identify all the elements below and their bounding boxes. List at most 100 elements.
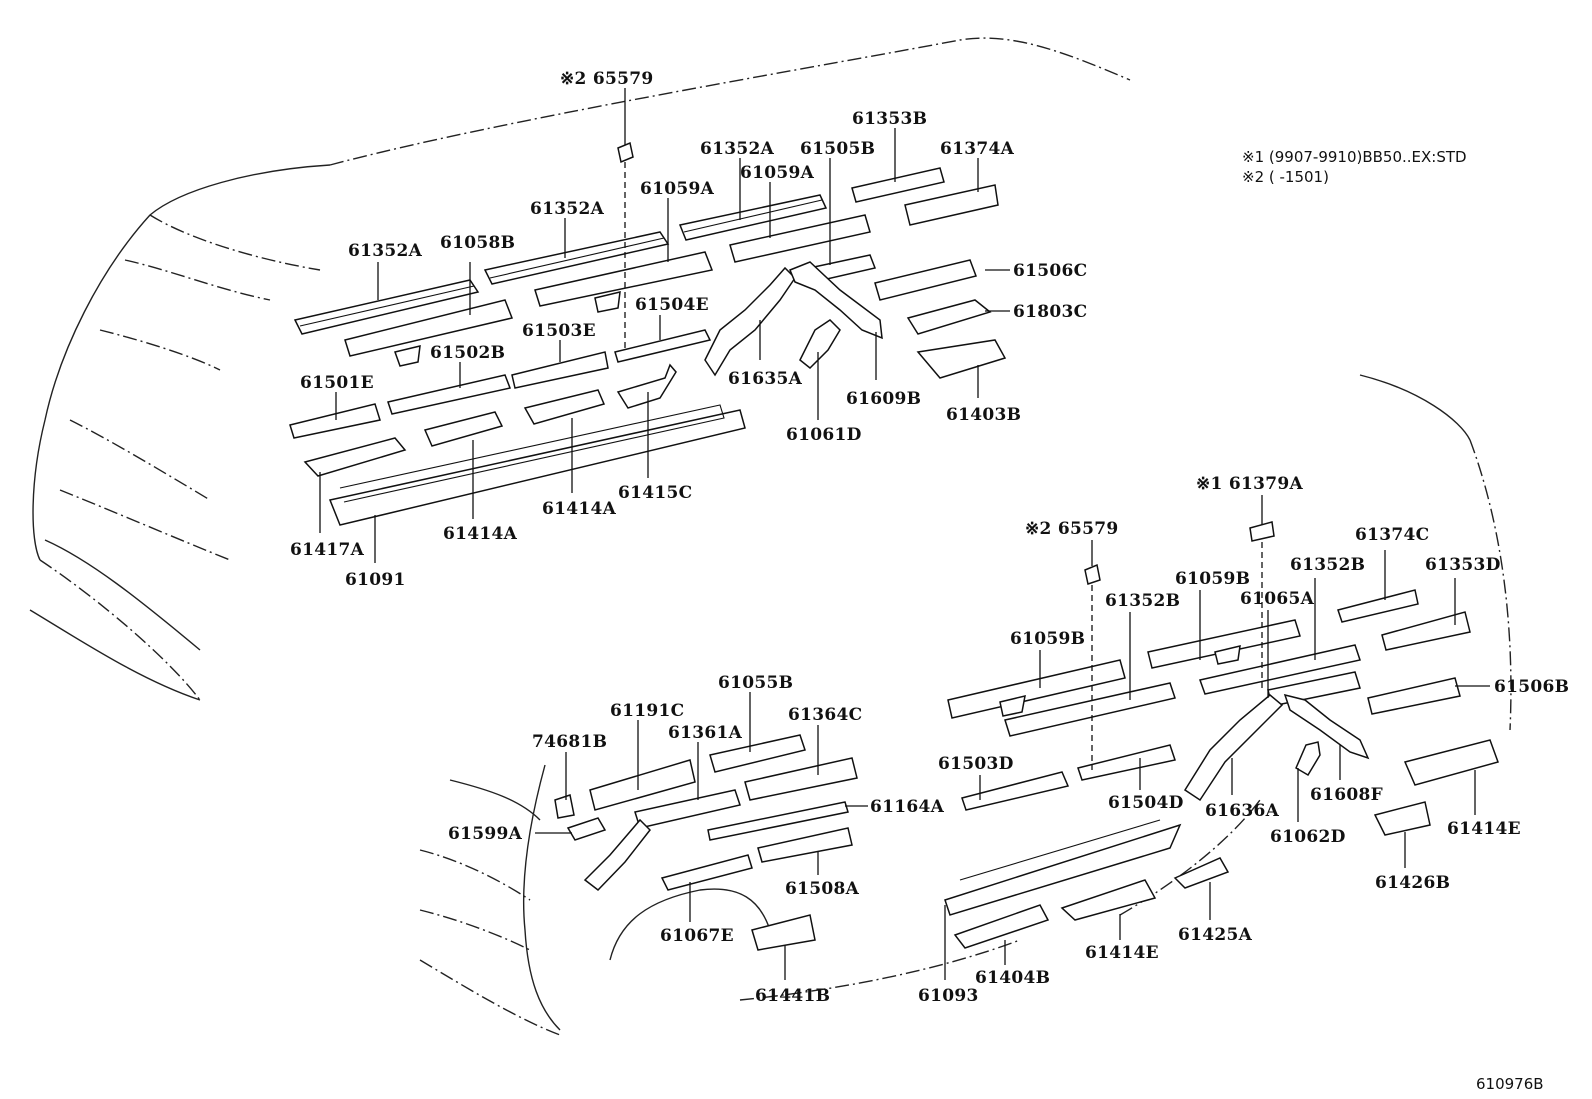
part-apron-lower [583,818,651,892]
part-label: 61503E [522,321,596,341]
part-label: 61505B [800,139,875,159]
part-61091-rocker [328,409,746,526]
part-label: 61404B [975,968,1050,988]
part-label: 61191C [610,701,684,721]
part-61414a-2 [423,411,504,447]
part-61503d [961,771,1070,811]
note-1: ※1 (9907-9910)BB50..EX:STD [1242,148,1467,166]
part-label: 61058B [440,233,515,253]
part-label: ※1 61379A [1196,474,1304,494]
part-label: 61414E [1085,943,1159,963]
part-65579-clip-lower [1084,563,1101,585]
part-label: 61352B [1290,555,1365,575]
part-61414a-1 [523,389,606,425]
part-61504d [1077,744,1176,781]
part-label: 61506C [1013,261,1087,281]
part-61352b-right [1199,644,1361,695]
part-label: 61059A [740,163,815,183]
part-label: 61635A [728,369,803,389]
part-label: 61504E [635,295,709,315]
part-label: 61609B [846,389,921,409]
part-label: 61403B [946,405,1021,425]
part-61441b [751,914,816,951]
part-61608f-arch [1283,693,1370,760]
part-label: 61353D [1425,555,1501,575]
part-label: 61501E [300,373,374,393]
part-61353d [1381,611,1471,651]
part-label: 61426B [1375,873,1450,893]
part-label: 61055B [718,673,793,693]
part-label: 61415C [618,483,692,503]
part-label: 61503D [938,754,1014,774]
part-label: 61061D [786,425,862,445]
part-label: 61059B [1010,629,1085,649]
part-label: 61425A [1178,925,1253,945]
part-label: 61164A [870,797,945,817]
part-61364c [744,757,858,801]
part-61425a [1173,857,1230,889]
lower-part-group [554,521,1499,951]
part-61352a-rail-3 [678,194,828,241]
part-label: 61441B [755,986,830,1006]
part-label: 61091 [345,570,406,590]
part-label: 61062D [1270,827,1346,847]
part-label: 61504D [1108,793,1184,813]
part-61636a-arch [1183,694,1284,802]
part-61352a-rail-1 [293,279,480,335]
part-61502b [387,374,512,415]
part-label: 61059B [1175,569,1250,589]
part-label: ※2 65579 [1025,519,1119,539]
part-label: 61502B [430,343,505,363]
part-61508a [757,827,853,863]
part-61506b [1367,677,1461,715]
part-61414e-upper [1403,739,1499,786]
vehicle-body-outline [29,37,1131,701]
part-61803c [906,299,992,335]
part-61635a-arch [704,266,796,377]
part-61062d [1295,741,1321,777]
note-2: ※2 ( -1501) [1242,168,1329,186]
part-61191c [589,759,696,811]
part-61361a [634,789,741,829]
part-61067e [660,854,753,891]
part-61414e-lower [1060,879,1157,921]
part-61061d [799,319,841,370]
part-61599a [566,817,607,841]
part-61426b [1373,801,1431,836]
part-label: 61059A [640,179,715,199]
vehicle-body-outline-lower [419,374,1512,1036]
part-label: 61506B [1494,677,1569,697]
part-label: 61508A [785,879,860,899]
leader-lines [319,88,1490,980]
part-61374a [904,184,999,226]
part-61353b [851,167,945,203]
part-65579-clip-upper [617,141,634,164]
part-61417a [303,437,407,477]
part-61093-rocker [944,823,1182,916]
part-61059b-left [947,659,1126,719]
part-label: 61352B [1105,591,1180,611]
part-label: 74681B [532,732,607,752]
part-61055b [709,734,806,773]
part-label: 61636A [1205,801,1280,821]
part-label: 61417A [290,540,365,560]
part-61352b-left [1004,682,1176,737]
diagram-reference-number: 610976B [1476,1075,1544,1093]
part-label: 61803C [1013,302,1087,322]
part-label: 61599A [448,824,523,844]
part-label: 61608F [1310,785,1383,805]
part-label: 61067E [660,926,734,946]
part-61415c [616,363,677,409]
part-74681b [554,794,575,819]
part-61059a-rail-2 [729,214,871,263]
part-61404b [953,904,1050,949]
part-label: 61364C [788,705,862,725]
part-61164a [707,801,849,841]
part-label: 61374C [1355,525,1429,545]
part-61403b [916,339,1007,379]
part-61379a [1249,521,1275,542]
part-label: 61414A [542,499,617,519]
part-label: 61414E [1447,819,1521,839]
part-61506c [874,259,977,301]
